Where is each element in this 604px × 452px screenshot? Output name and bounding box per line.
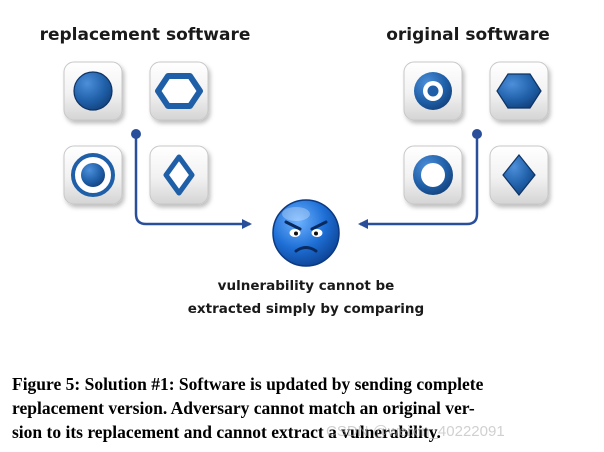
note-line-2: extracted simply by comparing <box>188 301 424 317</box>
filled-diamond-icon <box>489 145 549 205</box>
filled-circle-icon <box>63 61 123 121</box>
note-line-1: vulnerability cannot be <box>218 278 395 294</box>
caption-line-3: sion to its replacement and cannot extra… <box>12 422 441 442</box>
caption-line-2: replacement version. Adversary cannot ma… <box>12 398 475 418</box>
replacement-icon-grid <box>63 61 209 205</box>
original-software-heading: original software <box>386 25 550 45</box>
adversary-smiley-icon <box>272 199 340 267</box>
hexagon-outline-icon <box>149 61 209 121</box>
replacement-software-heading: replacement software <box>40 25 251 45</box>
right-connector-arrow <box>358 129 482 229</box>
original-icon-grid <box>403 61 549 205</box>
filled-hexagon-icon <box>489 61 549 121</box>
solution-diagram: replacement software original software <box>40 25 550 317</box>
watermark: CSDN @weixin_40222091 <box>326 423 505 440</box>
left-connector-arrow <box>131 129 252 229</box>
diamond-outline-icon <box>149 145 209 205</box>
figure-caption: Figure 5: Solution #1: Software is updat… <box>12 372 594 444</box>
double-ring-circle-icon <box>63 145 123 205</box>
ring-circle-icon <box>403 61 463 121</box>
caption-line-1: Figure 5: Solution #1: Software is updat… <box>12 374 484 394</box>
thick-ring-circle-icon <box>403 145 463 205</box>
